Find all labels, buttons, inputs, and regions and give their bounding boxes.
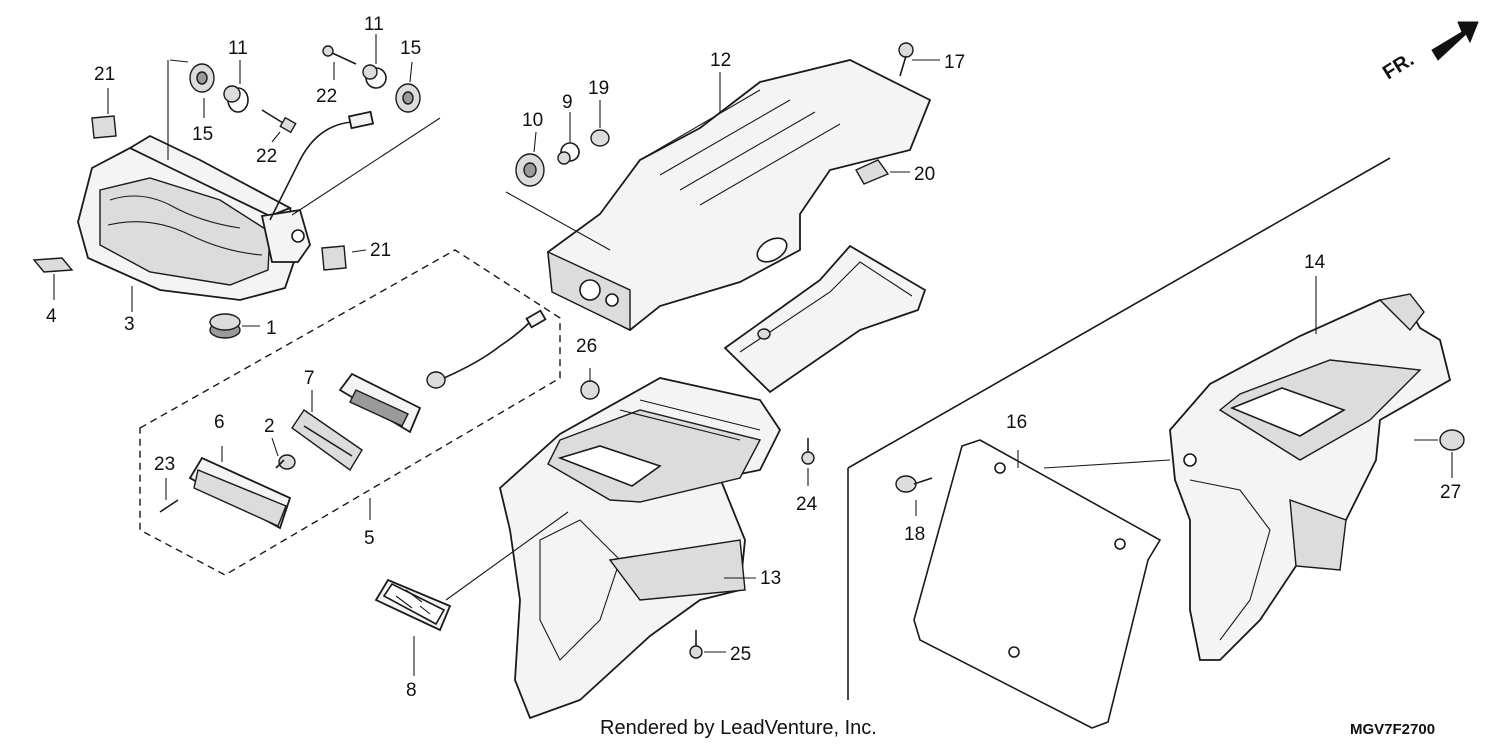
arrow-icon [1431,21,1479,61]
callout-26: 26 [576,336,597,357]
part-4-pad [32,257,74,273]
footer-credit: Rendered by LeadVenture, Inc. [600,717,877,739]
part-15-rubber-right [395,83,421,113]
callout-5: 5 [364,528,375,549]
part-9-collar [557,142,580,165]
callout-14: 14 [1304,252,1326,273]
leader-lines [53,34,1453,676]
part-20-clip [855,159,890,185]
callout-1: 1 [266,318,277,339]
callout-21-lower: 21 [370,240,391,261]
license-light-housing [338,372,422,434]
callout-22-upper: 22 [316,86,337,107]
part-19-nut [590,129,610,147]
callout-15-right: 15 [400,38,421,59]
callout-27: 27 [1440,482,1461,503]
callout-16: 16 [1006,412,1027,433]
callout-12: 12 [710,50,731,71]
callout-2: 2 [264,416,275,437]
callout-25: 25 [730,644,751,665]
diagram-code: MGV7F2700 [1350,721,1435,738]
callout-4: 4 [46,306,57,327]
part-11-collar-upper [223,85,249,113]
callout-20: 20 [914,164,935,185]
part-6-lens [188,456,292,530]
callout-15-left: 15 [192,124,213,145]
splash-guard [723,244,927,394]
part-18-bolt [895,475,933,493]
callout-19: 19 [588,78,609,99]
part-12-fender-bracket [547,59,932,332]
callout-11-right: 11 [364,14,384,35]
part-1-grommet [209,313,241,339]
part-16-license-plate [913,439,1162,729]
part-8-license-light [374,578,452,632]
callout-3: 3 [124,314,135,335]
callout-10: 10 [522,110,543,131]
callout-17: 17 [944,52,965,73]
front-direction-arrow: FR. [1379,21,1479,85]
callout-7: 7 [304,368,315,389]
callout-21-upper: 21 [94,64,115,85]
callout-13: 13 [760,568,781,589]
part-11-collar-right [362,64,387,89]
part-22-bolt-right [322,45,357,65]
part-21-clip-lower [321,245,347,271]
part-26-nut [580,380,600,400]
callout-8: 8 [406,680,417,701]
part-23-screw [159,499,179,513]
callout-9: 9 [562,92,573,113]
part-25-screw [689,630,703,659]
part-15-rubber-upper [189,63,215,93]
callout-11-left: 11 [228,38,248,59]
license-light-socket [426,309,547,389]
part-21-clip-upper [91,115,117,139]
part-17-bolt [898,42,914,77]
tail-light-assembly [77,110,375,301]
direction-label: FR. [1379,49,1418,85]
part-2-bulb [275,454,296,470]
part-27-nut [1439,429,1465,451]
group-5-box [139,249,561,576]
callout-6: 6 [214,412,225,433]
part-13-rear-fender [499,377,782,720]
part-24-screw [801,438,815,465]
callout-22-lower: 22 [256,146,277,167]
callout-23: 23 [154,454,175,475]
callout-18: 18 [904,524,925,545]
divider-line [847,157,1391,469]
part-10-cushion [515,153,545,187]
callout-24: 24 [796,494,818,515]
part-22-bolt-upper [261,109,297,134]
part-14-fender-assembly [1169,293,1452,661]
